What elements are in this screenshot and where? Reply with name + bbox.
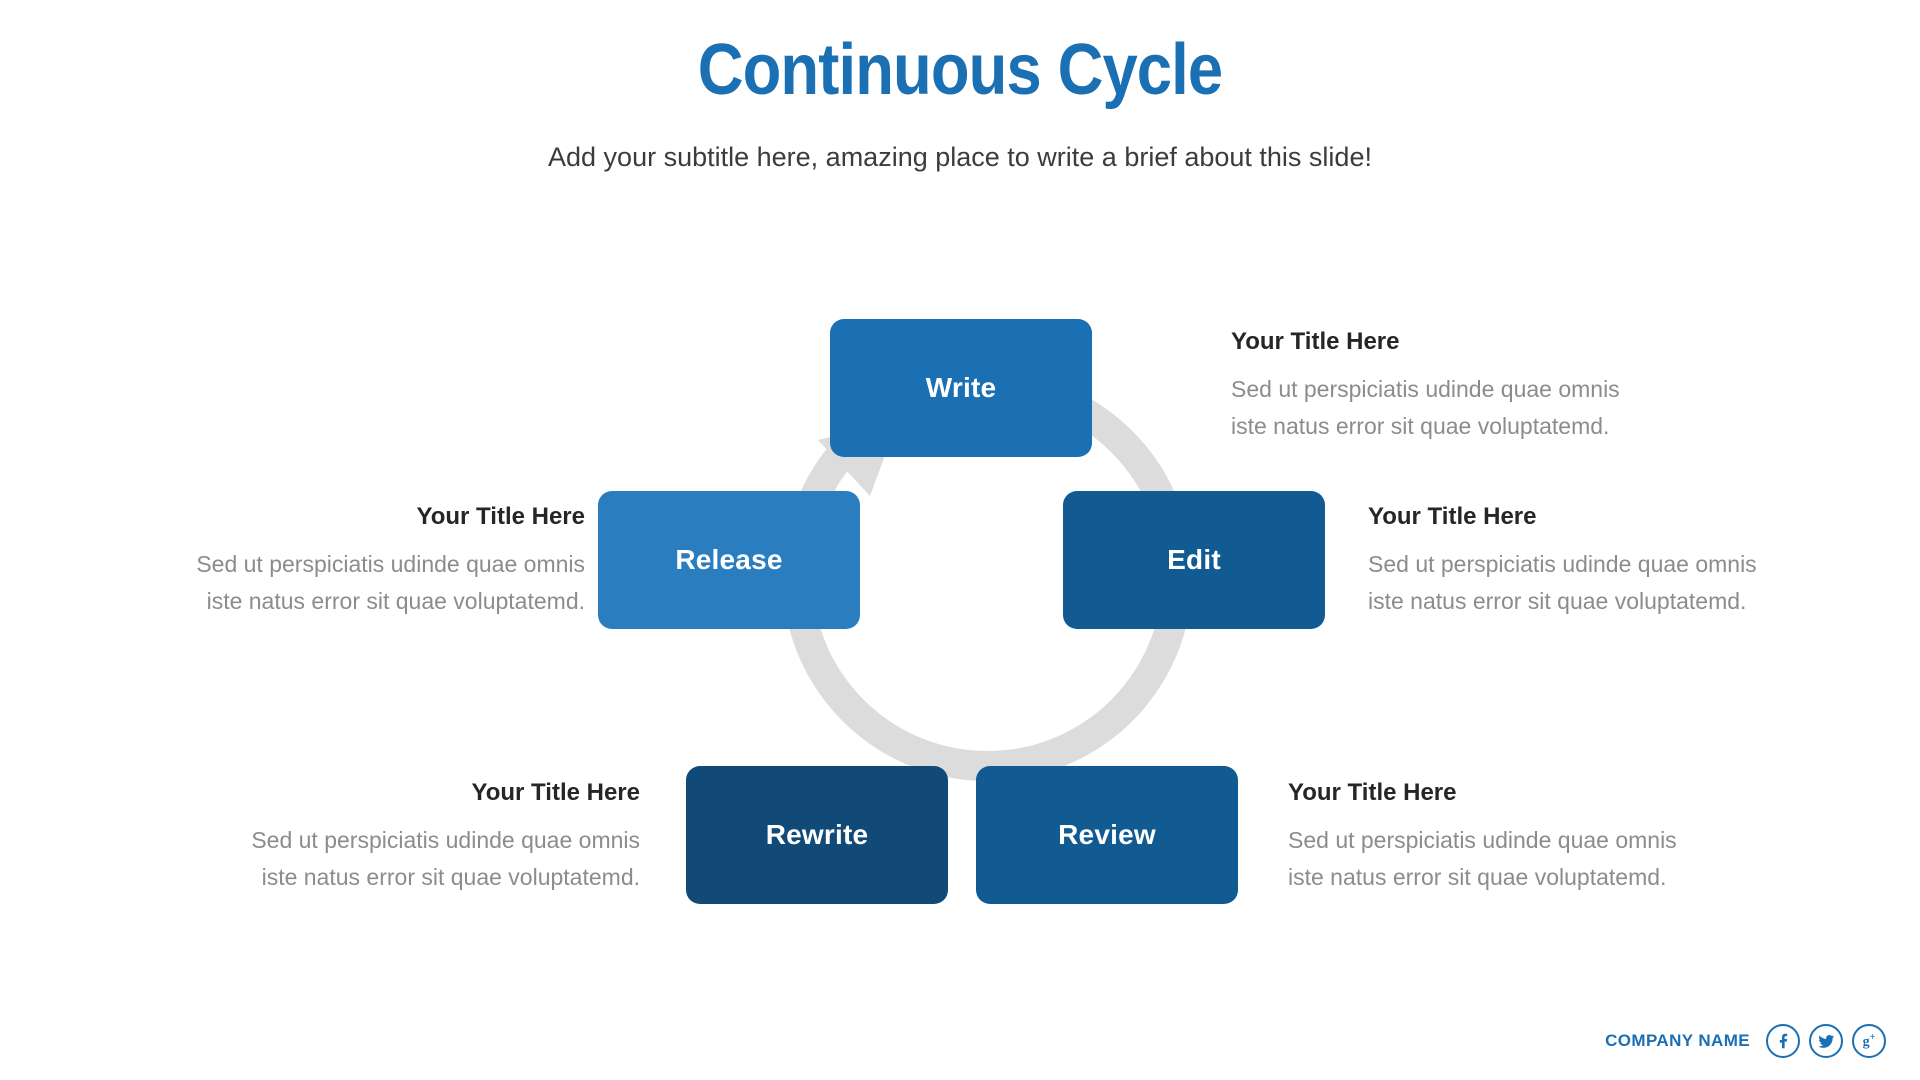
info-block-title: Your Title Here bbox=[1288, 779, 1457, 806]
info-block-title: Your Title Here bbox=[1368, 503, 1537, 530]
info-block-bottom-right: Your Title Here Sed ut perspiciatis udin… bbox=[1288, 779, 1848, 896]
cycle-node-label: Review bbox=[1058, 819, 1156, 850]
cycle-node-release[interactable]: Release bbox=[598, 491, 860, 629]
info-block-line: iste natus error sit quae voluptatemd. bbox=[261, 864, 640, 891]
info-block-line: iste natus error sit quae voluptatemd. bbox=[1231, 413, 1610, 440]
cycle-node-label: Write bbox=[925, 372, 997, 403]
cycle-node-review[interactable]: Review bbox=[976, 766, 1238, 904]
info-block-bottom-left: Your Title Here Sed ut perspiciatis udin… bbox=[80, 779, 640, 896]
footer: COMPANY NAME g+ bbox=[1605, 1024, 1886, 1058]
info-block-line: Sed ut perspiciatis udinde quae omnis bbox=[1288, 826, 1677, 853]
info-block-line: iste natus error sit quae voluptatemd. bbox=[206, 588, 585, 615]
company-name: COMPANY NAME bbox=[1605, 1031, 1750, 1050]
info-block-line: iste natus error sit quae voluptatemd. bbox=[1288, 864, 1667, 891]
info-block-line: iste natus error sit quae voluptatemd. bbox=[1368, 588, 1747, 615]
cycle-node-label: Edit bbox=[1167, 544, 1221, 575]
info-block-title: Your Title Here bbox=[416, 503, 586, 530]
cycle-node-write[interactable]: Write bbox=[830, 319, 1092, 457]
info-block-top-right: Your Title Here Sed ut perspiciatis udin… bbox=[1231, 328, 1791, 445]
info-block-line: Sed ut perspiciatis udinde quae omnis bbox=[1368, 550, 1757, 577]
info-block-middle-right: Your Title Here Sed ut perspiciatis udin… bbox=[1368, 503, 1920, 620]
cycle-node-label: Release bbox=[675, 544, 783, 575]
info-block-title: Your Title Here bbox=[471, 779, 641, 806]
info-block-line: Sed ut perspiciatis udinde quae omnis bbox=[196, 550, 585, 577]
page-subtitle: Add your subtitle here, amazing place to… bbox=[548, 142, 1372, 172]
facebook-icon[interactable] bbox=[1766, 1024, 1800, 1058]
google-plus-icon[interactable]: g+ bbox=[1852, 1024, 1886, 1058]
cycle-node-label: Rewrite bbox=[765, 819, 869, 850]
info-block-line: Sed ut perspiciatis udinde quae omnis bbox=[1231, 375, 1620, 402]
cycle-node-edit[interactable]: Edit bbox=[1063, 491, 1325, 629]
info-block-middle-left: Your Title Here Sed ut perspiciatis udin… bbox=[25, 503, 585, 620]
info-block-title: Your Title Here bbox=[1231, 328, 1400, 355]
info-block-line: Sed ut perspiciatis udinde quae omnis bbox=[251, 826, 640, 853]
cycle-node-rewrite[interactable]: Rewrite bbox=[686, 766, 948, 904]
page-title: Continuous Cycle bbox=[697, 30, 1223, 110]
twitter-icon[interactable] bbox=[1809, 1024, 1843, 1058]
